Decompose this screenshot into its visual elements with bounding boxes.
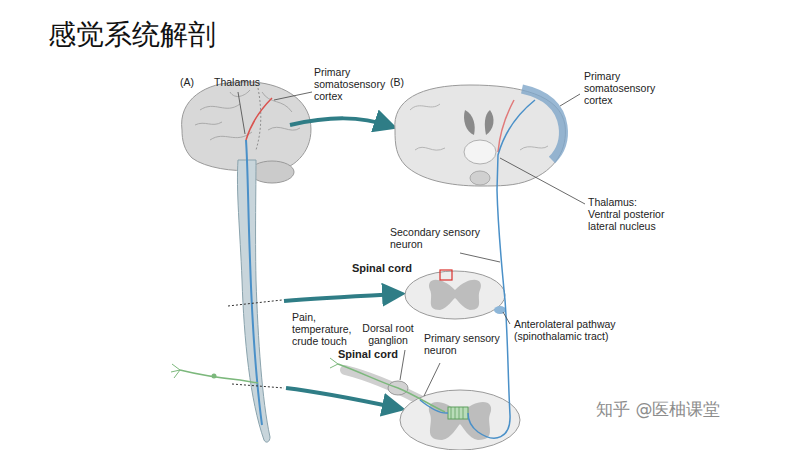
structure-label: Primary somatosensory cortex	[584, 70, 666, 106]
watermark: 知乎 @医柚课堂	[596, 400, 720, 420]
leader-line	[460, 253, 500, 262]
brain-coronal	[485, 110, 494, 135]
pathway-lines	[171, 364, 180, 378]
spinal-cord-long	[237, 160, 270, 442]
structure-label: Primary somatosensory cortex	[314, 66, 396, 102]
brain-coronal	[464, 110, 475, 135]
spinal-cord-section	[345, 370, 420, 400]
zoom-arrow	[284, 294, 398, 301]
spinal-cord-section	[494, 306, 506, 314]
slide-title: 感觉系统解剖	[48, 16, 216, 54]
brain-coronal	[522, 89, 563, 160]
leader-line	[503, 312, 510, 324]
pathway-lines	[212, 374, 217, 379]
spinal-cord-section	[451, 407, 463, 419]
brain-coronal	[464, 140, 496, 164]
structure-label: Thalamus: Ventral posterior lateral nucl…	[588, 196, 666, 232]
spinal-cord-long	[237, 160, 270, 442]
spinal-cord-section	[330, 358, 520, 450]
leader-line	[500, 158, 585, 204]
pathway-line	[468, 100, 535, 438]
tract-label: Anterolateral pathway (spinothalamic tra…	[514, 318, 636, 342]
brain-coronal	[395, 85, 566, 186]
section-markers	[228, 300, 284, 388]
leader-line	[238, 92, 245, 134]
zoom-arrow	[290, 118, 390, 126]
leader-line	[274, 92, 312, 100]
brain-lateral	[250, 161, 294, 183]
panel-letter: (B)	[390, 76, 404, 88]
panel-letter: (A)	[180, 76, 194, 88]
pathway-lines	[246, 98, 272, 140]
leader-line	[238, 92, 585, 396]
spinal-cord-section	[338, 364, 445, 412]
spinal-cord-section	[405, 270, 506, 319]
zoom-arrow	[286, 388, 398, 408]
pathway-line	[468, 100, 535, 438]
leader-line	[560, 94, 580, 106]
spinal-cord-section	[405, 271, 505, 319]
brain-lateral	[256, 88, 261, 150]
spinal-cord-section	[420, 400, 448, 413]
spinal-cord-section	[440, 270, 452, 280]
leader-line	[424, 363, 440, 396]
modality-label: Pain, temperature, crude touch	[292, 311, 358, 347]
spinal-cord-section	[429, 280, 481, 310]
section-markers	[232, 384, 284, 388]
pathway-lines	[171, 98, 272, 425]
pathway-lines	[180, 370, 258, 383]
structure-label: Thalamus	[214, 76, 260, 88]
spinal-cord-section	[330, 358, 338, 368]
neuron-label: Primary sensory neuron	[424, 332, 508, 356]
spinal-cord-section	[448, 407, 468, 419]
section-title: Spinal cord	[338, 348, 398, 361]
brain-coronal	[395, 85, 566, 186]
section-markers	[228, 300, 282, 306]
section-title: Spinal cord	[352, 262, 412, 275]
brain-coronal	[470, 171, 490, 185]
leader-line	[400, 350, 405, 380]
neuron-label: Secondary sensory neuron	[390, 226, 490, 250]
spinal-cord-section	[400, 390, 520, 450]
structure-label: Dorsal root ganglion	[360, 322, 416, 346]
